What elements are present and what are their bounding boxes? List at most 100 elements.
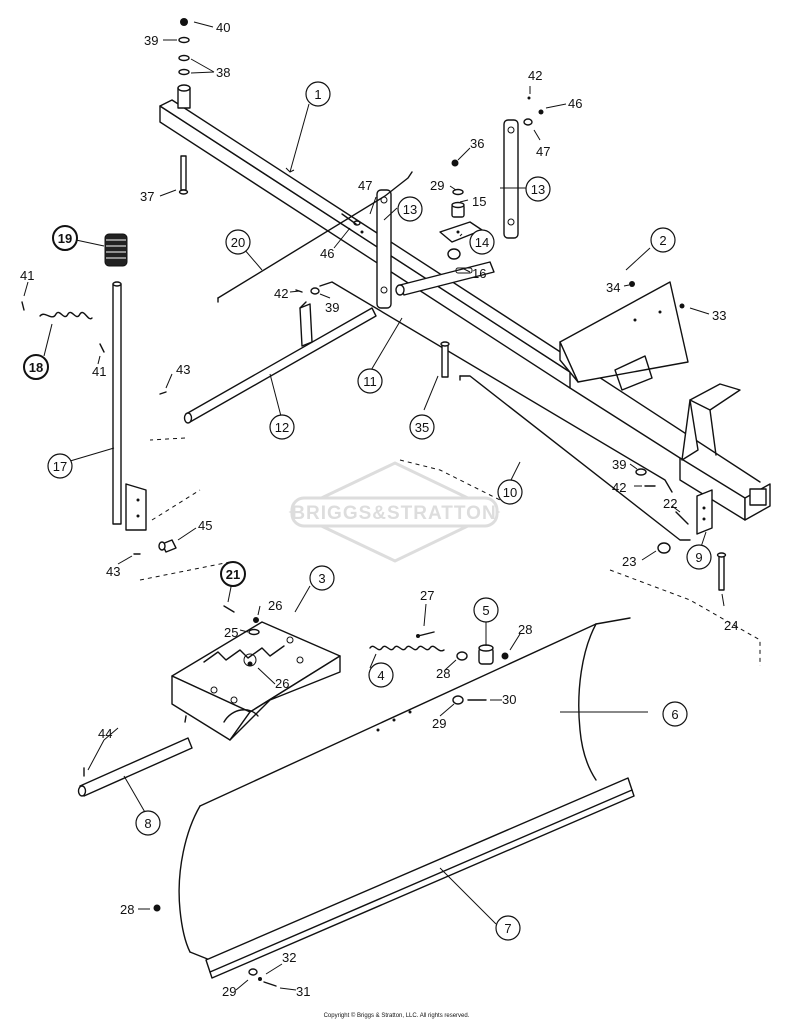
- svg-text:20: 20: [231, 235, 245, 250]
- svg-text:34: 34: [606, 280, 620, 295]
- callout-18: 18: [23, 354, 49, 380]
- svg-text:29: 29: [432, 716, 446, 731]
- callout-7: 7: [495, 915, 521, 941]
- svg-text:14: 14: [475, 235, 489, 250]
- svg-text:41: 41: [20, 268, 34, 283]
- svg-text:6: 6: [671, 707, 678, 722]
- plain-callouts: 15 16 22 23 24 25 26 26 27 28 28 28 29 2…: [20, 20, 738, 999]
- svg-text:13: 13: [531, 182, 545, 197]
- callout-3: 3: [309, 565, 335, 591]
- pin-8: [77, 737, 193, 797]
- svg-text:39: 39: [144, 33, 158, 48]
- bracket-part: [559, 281, 741, 461]
- svg-text:35: 35: [415, 420, 429, 435]
- svg-text:24: 24: [724, 618, 738, 633]
- svg-text:38: 38: [216, 65, 230, 80]
- svg-text:26: 26: [268, 598, 282, 613]
- callout-21: 21: [220, 561, 246, 587]
- svg-text:28: 28: [436, 666, 450, 681]
- svg-text:40: 40: [216, 20, 230, 35]
- callout-12: 12: [269, 414, 295, 440]
- svg-text:31: 31: [296, 984, 310, 999]
- svg-text:46: 46: [568, 96, 582, 111]
- svg-text:47: 47: [536, 144, 550, 159]
- link-13-left: [376, 189, 392, 309]
- callout-10: 10: [497, 479, 523, 505]
- svg-text:1: 1: [314, 87, 321, 102]
- svg-text:10: 10: [503, 485, 517, 500]
- bushing-5: [478, 644, 494, 665]
- callout-6: 6: [662, 701, 688, 727]
- callout-19: 19: [52, 225, 78, 251]
- grip-19: [104, 233, 128, 267]
- callout-14: 14: [469, 229, 495, 255]
- svg-text:3: 3: [318, 571, 325, 586]
- callout-5: 5: [473, 597, 499, 623]
- lever-17: [112, 281, 147, 531]
- callout-13a: 13: [397, 196, 423, 222]
- shaft-12: [183, 301, 377, 424]
- callout-9: 9: [686, 544, 712, 570]
- spring-18: [39, 311, 93, 320]
- callout-17: 17: [47, 453, 73, 479]
- svg-text:26: 26: [275, 676, 289, 691]
- rod-20: [217, 171, 413, 299]
- svg-text:37: 37: [140, 189, 154, 204]
- watermark-text: BRIGGS&STRATTON: [291, 503, 496, 524]
- svg-text:28: 28: [518, 622, 532, 637]
- svg-text:29: 29: [222, 984, 236, 999]
- svg-text:11: 11: [363, 374, 377, 389]
- svg-text:2: 2: [659, 233, 666, 248]
- cross-shaft-part: [395, 261, 495, 296]
- svg-text:13: 13: [403, 202, 417, 217]
- svg-text:25: 25: [224, 625, 238, 640]
- rod-11: [319, 281, 673, 493]
- svg-text:18: 18: [29, 360, 43, 375]
- spring-4: [369, 645, 445, 652]
- svg-text:16: 16: [472, 266, 486, 281]
- watermark-logo: BRIGGS&STRATTON: [288, 461, 501, 563]
- svg-text:12: 12: [275, 420, 289, 435]
- svg-text:47: 47: [358, 178, 372, 193]
- svg-text:28: 28: [120, 902, 134, 917]
- callout-4: 4: [368, 662, 394, 688]
- svg-text:32: 32: [282, 950, 296, 965]
- svg-text:7: 7: [504, 921, 511, 936]
- cutting-edge-7: [205, 777, 635, 979]
- callout-35: 35: [409, 414, 435, 440]
- svg-text:39: 39: [612, 457, 626, 472]
- svg-text:21: 21: [226, 567, 240, 582]
- callout-13b: 13: [525, 176, 551, 202]
- svg-text:43: 43: [176, 362, 190, 377]
- svg-text:19: 19: [58, 231, 72, 246]
- link-13-right: [503, 119, 519, 239]
- hardware: [21, 18, 727, 987]
- svg-text:41: 41: [92, 364, 106, 379]
- svg-text:42: 42: [612, 480, 626, 495]
- svg-text:15: 15: [472, 194, 486, 209]
- svg-text:17: 17: [53, 459, 67, 474]
- callout-8: 8: [135, 810, 161, 836]
- svg-text:29: 29: [430, 178, 444, 193]
- pivot-plate-3: [171, 621, 341, 741]
- svg-text:8: 8: [144, 816, 151, 831]
- svg-text:23: 23: [622, 554, 636, 569]
- svg-text:39: 39: [325, 300, 339, 315]
- callout-2: 2: [650, 227, 676, 253]
- rod-10: [459, 375, 691, 541]
- svg-text:9: 9: [695, 550, 702, 565]
- callout-11: 11: [357, 368, 383, 394]
- svg-text:36: 36: [470, 136, 484, 151]
- callout-20: 20: [225, 229, 251, 255]
- svg-text:42: 42: [528, 68, 542, 83]
- svg-text:33: 33: [712, 308, 726, 323]
- svg-text:4: 4: [377, 668, 384, 683]
- svg-text:27: 27: [420, 588, 434, 603]
- bushing-15: [451, 201, 465, 218]
- svg-text:45: 45: [198, 518, 212, 533]
- svg-text:42: 42: [274, 286, 288, 301]
- bracket-9-part: [696, 489, 713, 535]
- svg-text:5: 5: [482, 603, 489, 618]
- main-frame-part: [159, 84, 771, 521]
